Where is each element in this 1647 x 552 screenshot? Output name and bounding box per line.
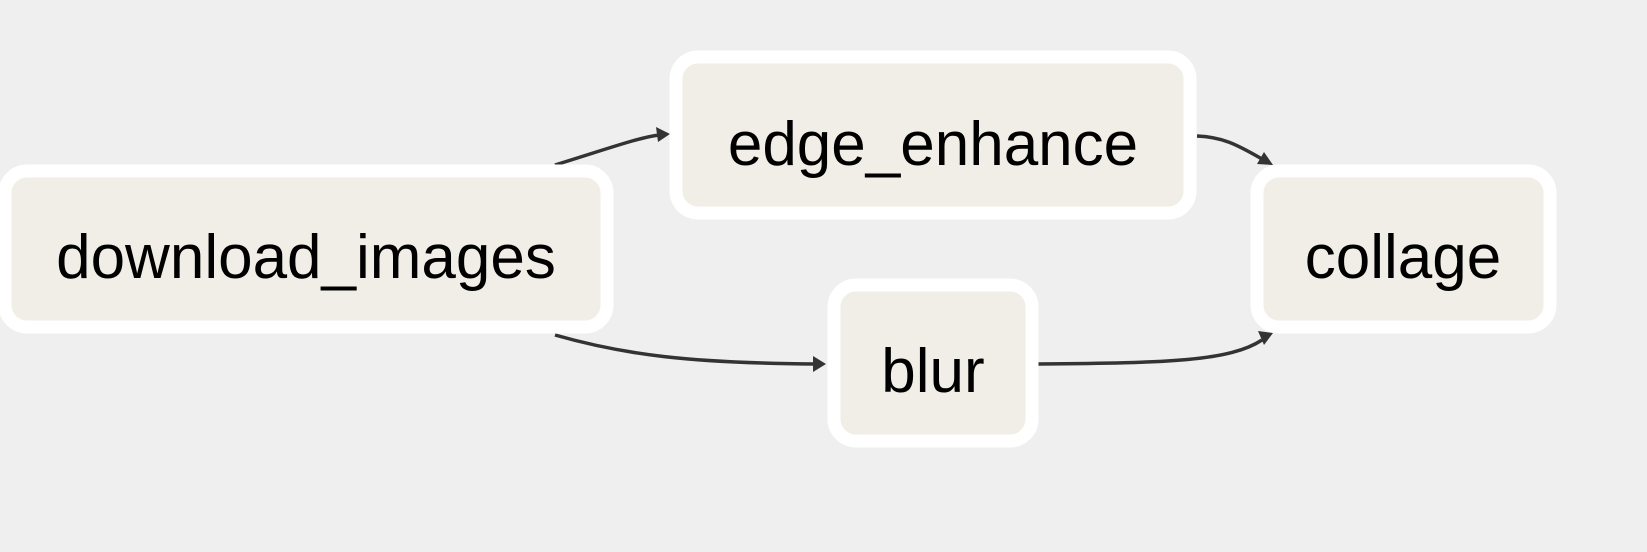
edge-edge-enhance-to-collage [1196,134,1273,165]
edge-download-images-to-edge-enhance [554,127,670,167]
node-edge-enhance[interactable]: edge_enhance [669,50,1197,220]
edge-download-images-to-blur [554,333,826,372]
node-blur-box[interactable] [827,278,1039,448]
node-edge-enhance-label: edge_enhance [728,110,1138,179]
node-collage-box[interactable] [1250,164,1557,334]
node-blur[interactable]: blur [827,278,1039,448]
node-blur-label: blur [881,337,984,406]
node-edge-enhance-box[interactable] [669,50,1197,220]
node-collage-label: collage [1305,223,1501,292]
edges-layer [554,127,1273,372]
node-download-images[interactable]: download_images [0,164,614,334]
node-download-images-box[interactable] [0,164,614,334]
edge-blur-to-collage [1037,331,1273,366]
node-download-images-label: download_images [56,223,556,292]
nodes-layer: download_images edge_enhance blur collag… [0,50,1557,448]
node-collage[interactable]: collage [1250,164,1557,334]
